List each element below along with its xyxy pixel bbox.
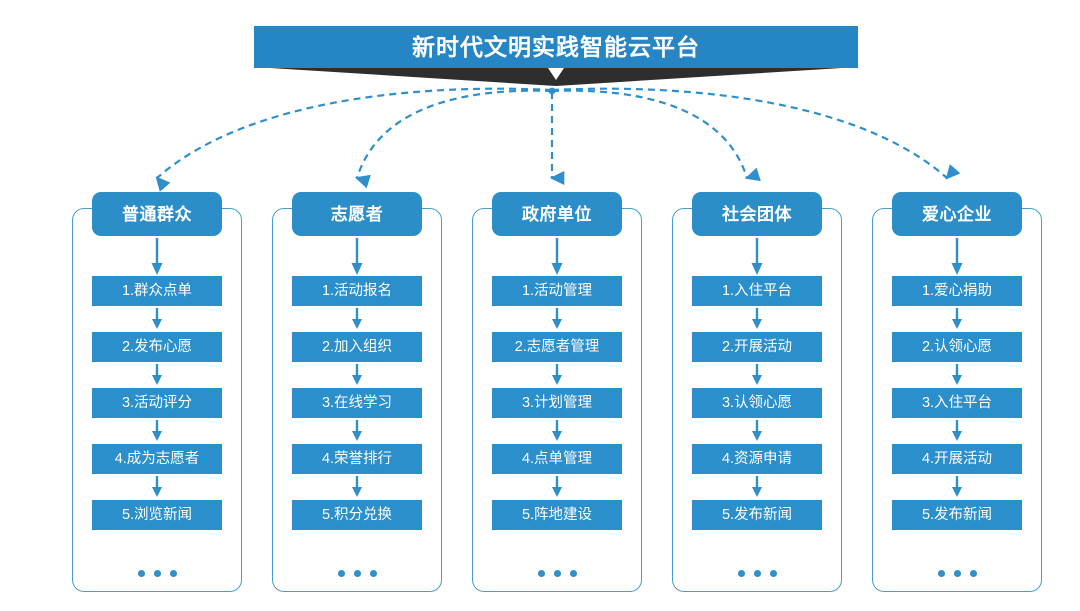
more-items-ellipsis-caring-enterprise: [892, 568, 1022, 578]
more-items-ellipsis-social-group: [692, 568, 822, 578]
step-item-caring-enterprise-5[interactable]: 5.发布新闻: [892, 500, 1022, 530]
step-item-social-group-1[interactable]: 1.入住平台: [692, 276, 822, 306]
column-header-label: 志愿者: [330, 204, 384, 224]
step-item-government-unit-1[interactable]: 1.活动管理: [492, 276, 622, 306]
column-header-volunteer[interactable]: 志愿者: [292, 192, 422, 236]
step-item-label: 3.活动评分: [121, 394, 193, 411]
step-item-label: 5.发布新闻: [721, 506, 793, 523]
column-header-social-group[interactable]: 社会团体: [692, 192, 822, 236]
step-item-label: 5.积分兑换: [321, 506, 393, 523]
step-arrow-icon: [552, 308, 562, 329]
step-arrow-icon: [752, 420, 762, 441]
column-header-label: 政府单位: [522, 204, 592, 224]
step-item-government-unit-2[interactable]: 2.志愿者管理: [492, 332, 622, 362]
step-arrow-icon: [952, 476, 962, 497]
step-arrow-icon: [552, 364, 562, 385]
step-item-volunteer-4[interactable]: 4.荣誉排行: [292, 444, 422, 474]
step-item-label: 4.点单管理: [521, 450, 593, 467]
step-item-government-unit-4[interactable]: 4.点单管理: [492, 444, 622, 474]
step-item-label: 5.浏览新闻: [121, 506, 193, 523]
step-item-social-group-2[interactable]: 2.开展活动: [692, 332, 822, 362]
header-to-step-arrow-icon: [151, 238, 163, 275]
column-header-caring-enterprise[interactable]: 爱心企业: [892, 192, 1022, 236]
step-item-ordinary-public-4[interactable]: 4.成为志愿者: [92, 444, 222, 474]
step-arrow-icon: [752, 308, 762, 329]
header-to-step-arrow-icon: [351, 238, 363, 275]
step-arrow-icon: [352, 420, 362, 441]
step-item-ordinary-public-2[interactable]: 2.发布心愿: [92, 332, 222, 362]
step-arrow-icon: [552, 476, 562, 497]
step-item-label: 3.认领心愿: [721, 394, 793, 411]
step-item-volunteer-5[interactable]: 5.积分兑换: [292, 500, 422, 530]
column-header-government-unit[interactable]: 政府单位: [492, 192, 622, 236]
page-title: 新时代文明实践智能云平台: [412, 33, 700, 60]
step-item-ordinary-public-1[interactable]: 1.群众点单: [92, 276, 222, 306]
step-item-label: 1.活动报名: [321, 282, 393, 299]
step-item-caring-enterprise-1[interactable]: 1.爱心捐助: [892, 276, 1022, 306]
step-item-ordinary-public-5[interactable]: 5.浏览新闻: [92, 500, 222, 530]
dashed-connector-arrows: [155, 87, 961, 192]
step-item-label: 2.加入组织: [321, 338, 393, 355]
step-item-label: 3.在线学习: [321, 394, 393, 411]
step-arrow-icon: [352, 476, 362, 497]
step-item-label: 1.活动管理: [521, 282, 593, 299]
header-to-step-arrow-icon: [751, 238, 763, 275]
more-items-ellipsis-volunteer: [292, 568, 422, 578]
column-header-label: 社会团体: [722, 204, 792, 224]
step-arrow-icon: [752, 476, 762, 497]
step-arrow-icon: [352, 364, 362, 385]
more-items-ellipsis-government-unit: [492, 568, 622, 578]
step-arrow-icon: [152, 420, 162, 441]
step-item-label: 3.入住平台: [921, 394, 993, 411]
step-item-label: 5.发布新闻: [921, 506, 993, 523]
step-item-label: 4.荣誉排行: [321, 450, 393, 467]
step-arrow-icon: [952, 420, 962, 441]
step-item-label: 1.入住平台: [721, 282, 793, 299]
step-arrow-icon: [552, 420, 562, 441]
step-arrow-icon: [152, 364, 162, 385]
step-arrow-icon: [352, 308, 362, 329]
platform-title-banner: 新时代文明实践智能云平台: [254, 26, 858, 68]
step-item-volunteer-3[interactable]: 3.在线学习: [292, 388, 422, 418]
step-item-volunteer-2[interactable]: 2.加入组织: [292, 332, 422, 362]
more-items-ellipsis-ordinary-public: [92, 568, 222, 578]
step-arrow-icon: [952, 364, 962, 385]
banner-ribbon-shadow: [254, 67, 858, 86]
step-item-caring-enterprise-2[interactable]: 2.认领心愿: [892, 332, 1022, 362]
step-item-label: 4.开展活动: [921, 450, 993, 467]
step-item-label: 4.成为志愿者: [114, 450, 200, 467]
step-item-label: 5.阵地建设: [521, 506, 593, 523]
header-to-step-arrow-icon: [551, 238, 563, 275]
column-header-label: 普通群众: [122, 204, 192, 224]
step-item-label: 4.资源申请: [721, 450, 793, 467]
step-arrow-icon: [752, 364, 762, 385]
step-item-social-group-3[interactable]: 3.认领心愿: [692, 388, 822, 418]
step-item-volunteer-1[interactable]: 1.活动报名: [292, 276, 422, 306]
step-item-social-group-4[interactable]: 4.资源申请: [692, 444, 822, 474]
step-arrow-icon: [152, 476, 162, 497]
step-item-label: 3.计划管理: [521, 394, 593, 411]
step-item-social-group-5[interactable]: 5.发布新闻: [692, 500, 822, 530]
step-item-label: 1.爱心捐助: [921, 282, 993, 299]
column-header-label: 爱心企业: [922, 204, 992, 224]
step-item-label: 2.认领心愿: [921, 338, 993, 355]
step-arrow-icon: [152, 308, 162, 329]
step-item-ordinary-public-3[interactable]: 3.活动评分: [92, 388, 222, 418]
step-item-caring-enterprise-3[interactable]: 3.入住平台: [892, 388, 1022, 418]
header-to-step-arrow-icon: [951, 238, 963, 275]
step-item-government-unit-5[interactable]: 5.阵地建设: [492, 500, 622, 530]
step-item-caring-enterprise-4[interactable]: 4.开展活动: [892, 444, 1022, 474]
step-item-label: 2.志愿者管理: [514, 338, 600, 355]
step-arrow-icon: [952, 308, 962, 329]
step-item-government-unit-3[interactable]: 3.计划管理: [492, 388, 622, 418]
step-item-label: 2.开展活动: [721, 338, 793, 355]
column-header-ordinary-public[interactable]: 普通群众: [92, 192, 222, 236]
step-item-label: 2.发布心愿: [121, 338, 193, 355]
step-item-label: 1.群众点单: [121, 282, 193, 299]
